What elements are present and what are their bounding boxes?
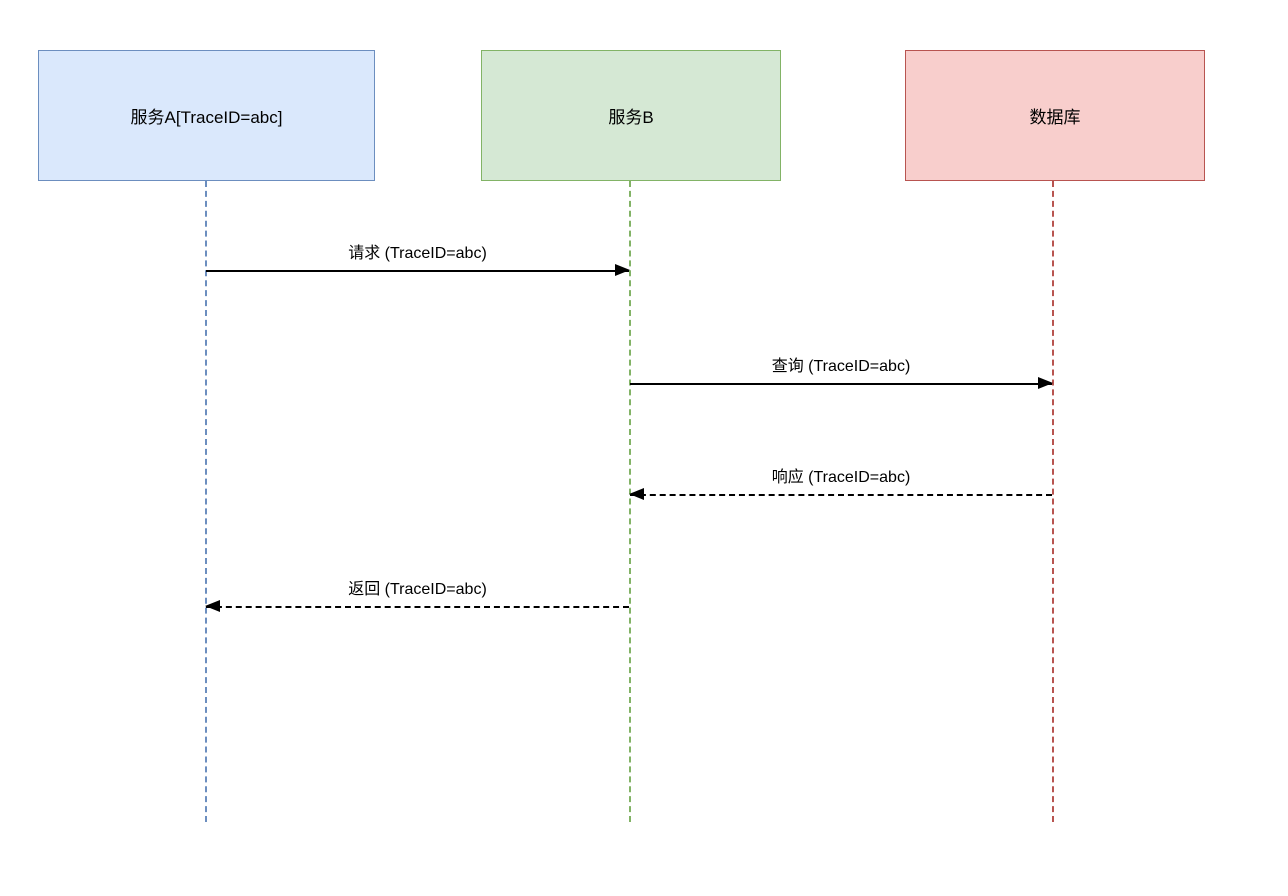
lifeline-database (1052, 181, 1054, 822)
lifeline-service-b (629, 181, 631, 822)
arrowhead-right-icon (615, 264, 630, 276)
lifeline-service-a (205, 181, 207, 822)
arrowhead-left-icon (205, 600, 220, 612)
participant-box-service-a: 服务A[TraceID=abc] (38, 50, 375, 181)
message-label: 返回 (TraceID=abc) (348, 581, 487, 598)
arrowhead-left-icon (629, 488, 644, 500)
participant-label-service-b: 服务B (608, 108, 654, 127)
message-line-dashed (630, 494, 1052, 496)
message-line (206, 270, 629, 272)
message-label: 响应 (TraceID=abc) (771, 469, 911, 486)
message-line (630, 383, 1052, 385)
message-line-dashed (206, 606, 629, 608)
participant-label-database: 数据库 (1029, 108, 1081, 127)
message-label: 查询 (TraceID=abc) (771, 358, 911, 375)
participant-box-database: 数据库 (905, 50, 1205, 181)
participant-label-service-a: 服务A[TraceID=abc] (130, 108, 283, 127)
participant-box-service-b: 服务B (481, 50, 781, 181)
arrowhead-right-icon (1038, 377, 1053, 389)
message-label: 请求 (TraceID=abc) (348, 245, 487, 262)
